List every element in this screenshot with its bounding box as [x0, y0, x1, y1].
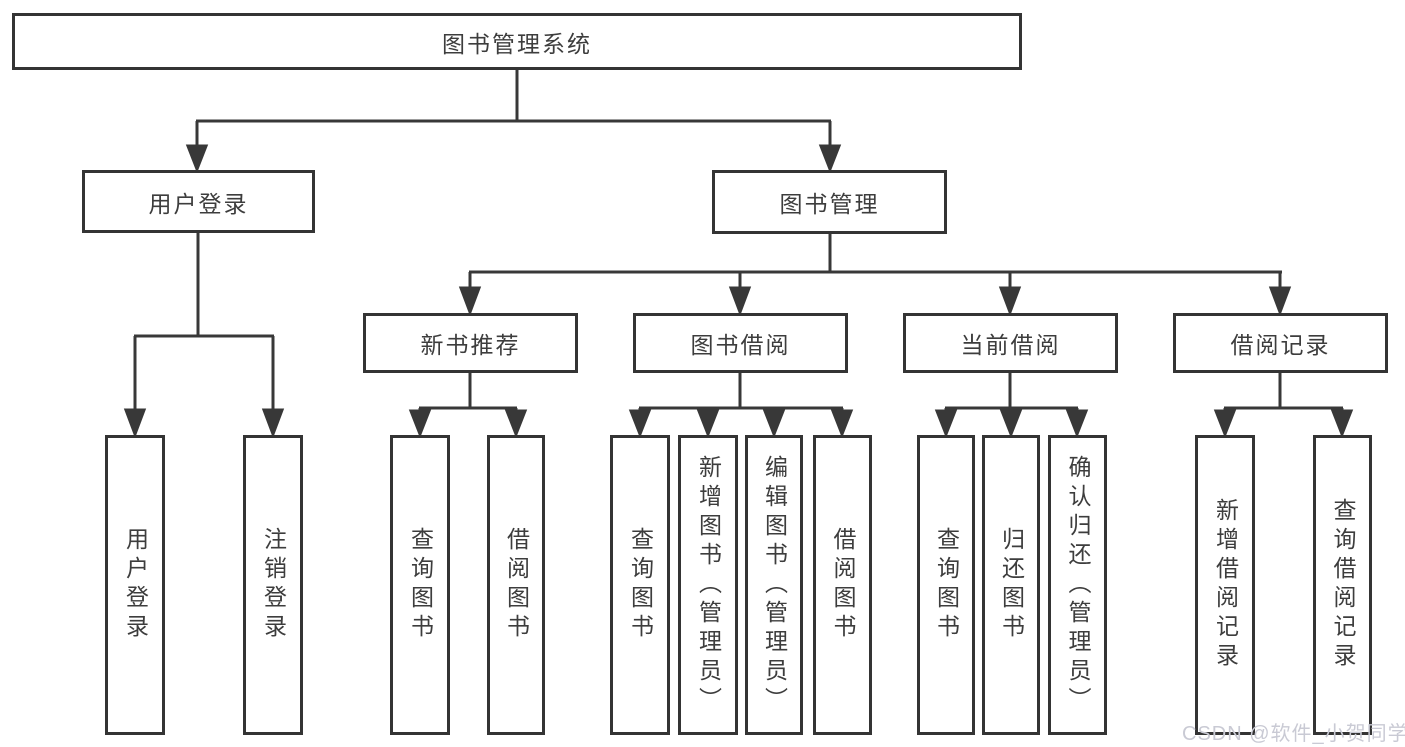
node-leaf-logout: 注销登录 — [243, 435, 303, 735]
node-book-borrow: 图书借阅 — [633, 313, 848, 373]
connector-current-borrow-to-children — [934, 373, 1089, 439]
node-label: 当前借阅 — [960, 332, 1061, 358]
node-user-login: 用户登录 — [82, 170, 315, 233]
node-label: 借阅图书 — [830, 527, 856, 643]
node-label: 借阅记录 — [1230, 332, 1331, 358]
node-new-book-recommend: 新书推荐 — [363, 313, 578, 373]
node-label: 确认归还（管理员） — [1065, 454, 1091, 716]
node-label: 新增借阅记录 — [1212, 498, 1239, 672]
node-label: 查询图书 — [627, 527, 654, 643]
node-leaf-borrow-book-2: 借阅图书 — [813, 435, 872, 735]
node-book-management: 图书管理 — [712, 170, 947, 234]
node-label: 归还图书 — [998, 527, 1025, 643]
node-label: 图书管理系统 — [442, 30, 592, 57]
node-leaf-add-book-admin: 新增图书（管理员） — [678, 435, 738, 735]
node-leaf-edit-book-admin: 编辑图书（管理员） — [745, 435, 803, 735]
node-leaf-query-book-3: 查询图书 — [917, 435, 975, 735]
connector-root-to-level2 — [185, 70, 842, 174]
node-label: 新增图书（管理员） — [695, 454, 722, 716]
node-leaf-query-book-1: 查询图书 — [390, 435, 450, 735]
node-label: 图书借阅 — [690, 332, 791, 358]
node-label: 查询图书 — [933, 527, 960, 643]
node-label: 编辑图书（管理员） — [761, 454, 788, 716]
connector-new-book-recommend-to-children — [408, 373, 528, 439]
node-current-borrow: 当前借阅 — [903, 313, 1118, 373]
node-label: 注销登录 — [260, 527, 287, 643]
node-leaf-user-login: 用户登录 — [105, 435, 165, 735]
connector-borrow-record-to-children — [1213, 373, 1354, 439]
connector-book-management-to-level3 — [458, 234, 1292, 317]
node-leaf-query-book-2: 查询图书 — [610, 435, 670, 735]
node-label: 图书管理 — [779, 191, 880, 217]
node-label: 借阅图书 — [503, 527, 530, 643]
node-leaf-confirm-return-admin: 确认归还（管理员） — [1048, 435, 1107, 735]
node-leaf-add-borrow-record: 新增借阅记录 — [1195, 435, 1255, 735]
csdn-watermark: CSDN @软件_小贺同学 — [1182, 723, 1405, 745]
node-leaf-return-book: 归还图书 — [982, 435, 1040, 735]
node-leaf-query-borrow-record: 查询借阅记录 — [1313, 435, 1372, 735]
node-leaf-borrow-book-1: 借阅图书 — [487, 435, 545, 735]
node-label: 用户登录 — [122, 527, 149, 643]
node-borrow-record: 借阅记录 — [1173, 313, 1388, 373]
node-label: 查询借阅记录 — [1330, 498, 1356, 672]
node-label: 新书推荐 — [420, 332, 521, 358]
node-label: 用户登录 — [148, 190, 249, 217]
connector-user-login-to-children — [123, 233, 285, 439]
connector-book-borrow-to-children — [628, 373, 854, 439]
node-label: 查询图书 — [407, 527, 434, 643]
node-library-management-system: 图书管理系统 — [12, 13, 1022, 70]
